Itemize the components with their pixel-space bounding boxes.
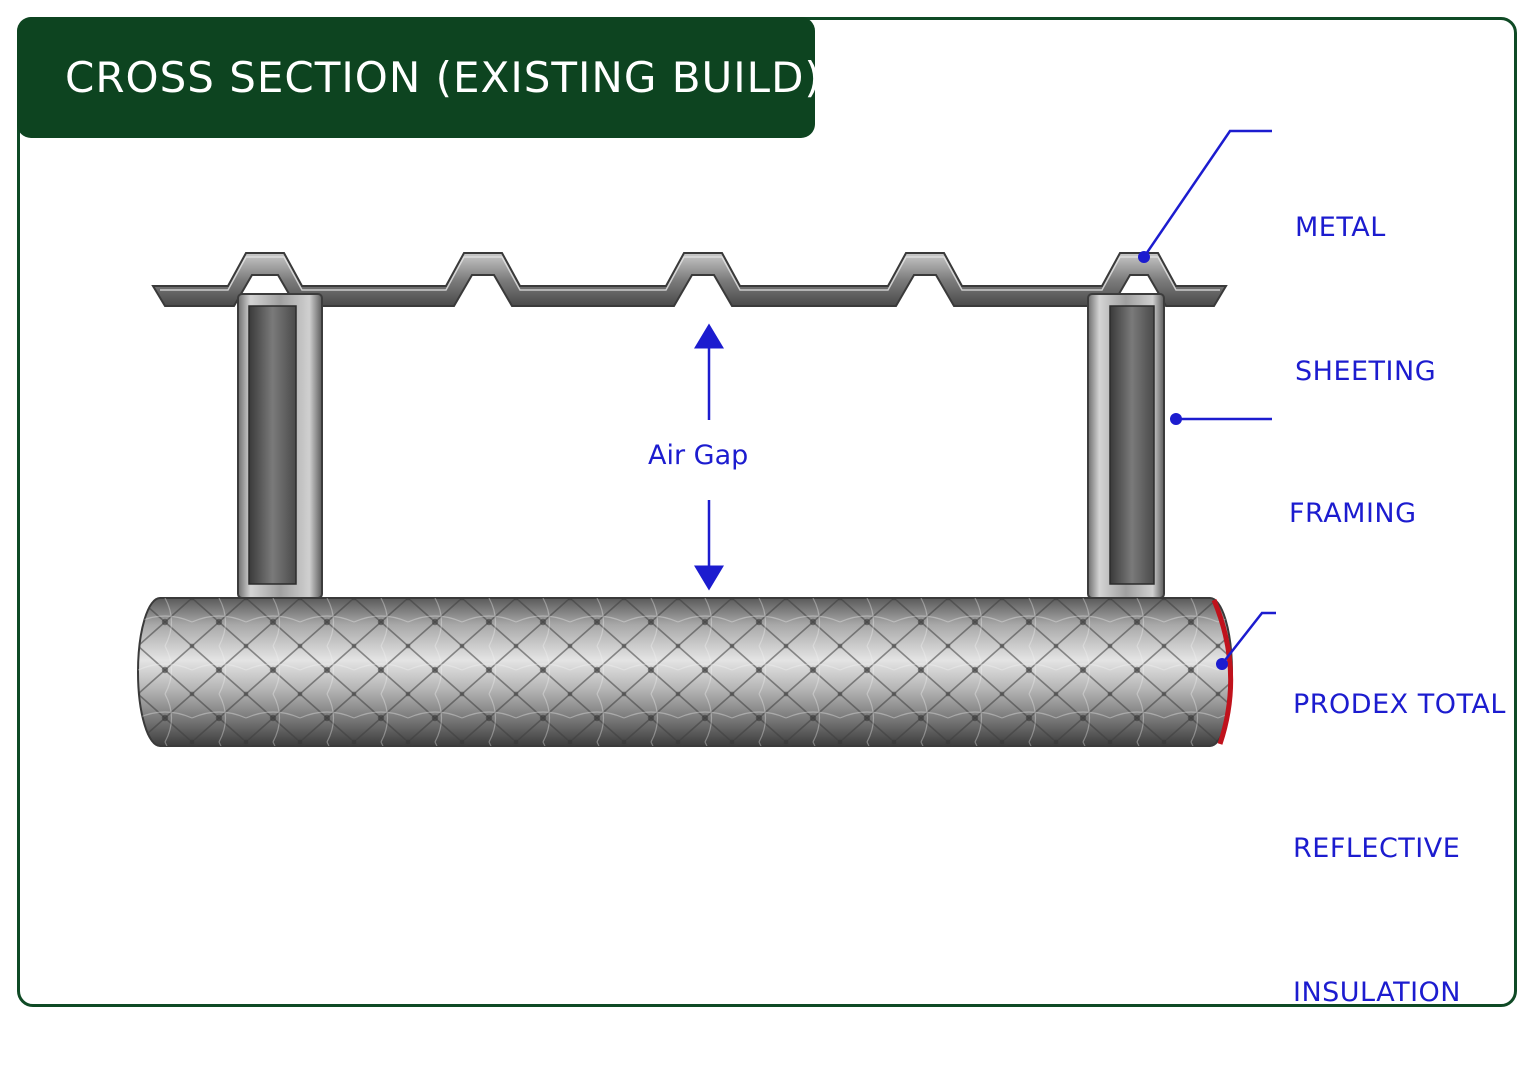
page-title: CROSS SECTION (EXISTING BUILD): [65, 53, 822, 102]
cross-section-diagram: [137, 129, 1276, 747]
insulation-dot: [1216, 658, 1228, 670]
framing-right: [1087, 293, 1165, 599]
insulation-label-line1: PRODEX TOTAL: [1293, 689, 1506, 720]
metal-sheeting-label-line1: METAL: [1295, 212, 1386, 243]
callout-leaders: [1138, 129, 1276, 670]
insulation-label: PRODEX TOTAL REFLECTIVE INSULATION: [1293, 585, 1506, 1065]
framing-dot: [1170, 413, 1182, 425]
insulation-roll: [137, 597, 1234, 747]
metal-sheeting-dot: [1138, 251, 1150, 263]
insulation-leader: [1221, 611, 1276, 665]
framing-left: [237, 293, 323, 599]
insulation-label-line3: INSULATION: [1293, 977, 1462, 1008]
metal-sheeting: [151, 252, 1228, 307]
framing-label-line1: FRAMING: [1289, 498, 1417, 529]
framing-label: FRAMING: [1289, 394, 1417, 586]
air-gap-label: Air Gap: [648, 440, 749, 471]
title-bar: CROSS SECTION (EXISTING BUILD): [17, 17, 821, 138]
metal-sheeting-label: METAL SHEETING: [1295, 108, 1436, 444]
metal-sheeting-label-line2: SHEETING: [1295, 356, 1437, 387]
insulation-label-line2: REFLECTIVE: [1293, 833, 1461, 864]
metal-sheeting-leader: [1142, 129, 1272, 258]
